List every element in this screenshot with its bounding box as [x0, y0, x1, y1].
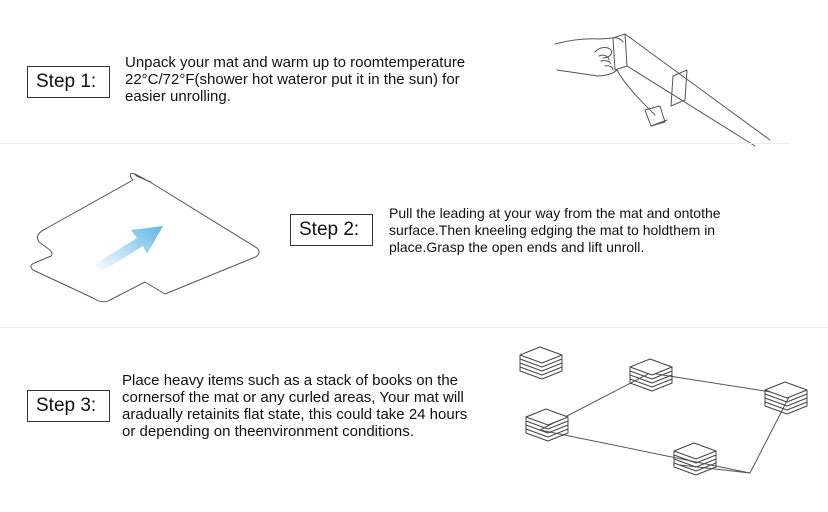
step-1-instructions: Unpack your mat and warm up to roomtempe…	[125, 54, 465, 105]
mat-with-book-stacks-icon	[519, 346, 808, 476]
step-3-line: aradually retainits flat state, this cou…	[122, 406, 468, 423]
step-1-line: easier unrolling.	[125, 88, 231, 105]
step-1-line: 22°C/72°F(shower hot wateror put it in t…	[125, 71, 460, 88]
hand-unrolling-mat-icon	[554, 33, 771, 147]
step-3-line: or depending on theenvironment condition…	[122, 423, 414, 440]
step-3-line: cornersof the mat or any curled areas, Y…	[122, 389, 464, 406]
step-2-line: surface.Then kneeling edging the mat to …	[389, 222, 716, 238]
step-3-label: Step 3:	[27, 390, 110, 422]
step-3-instructions: Place heavy items such as a stack of boo…	[122, 372, 467, 440]
step-2-instructions: Pull the leading at your way from the ma…	[389, 205, 721, 256]
step-1-label: Step 1:	[27, 66, 110, 98]
section-divider	[0, 327, 828, 328]
section-divider	[0, 143, 790, 144]
step-3-line: Place heavy items such as a stack of boo…	[122, 372, 459, 389]
step-2-label: Step 2:	[290, 214, 373, 246]
step-2-line: Pull the leading at your way from the ma…	[389, 205, 721, 221]
flat-mat-with-arrow-icon	[30, 173, 260, 303]
step-1-line: Unpack your mat and warm up to roomtempe…	[125, 54, 466, 71]
step-2-line: place.Grasp the open ends and lift unrol…	[389, 239, 645, 255]
